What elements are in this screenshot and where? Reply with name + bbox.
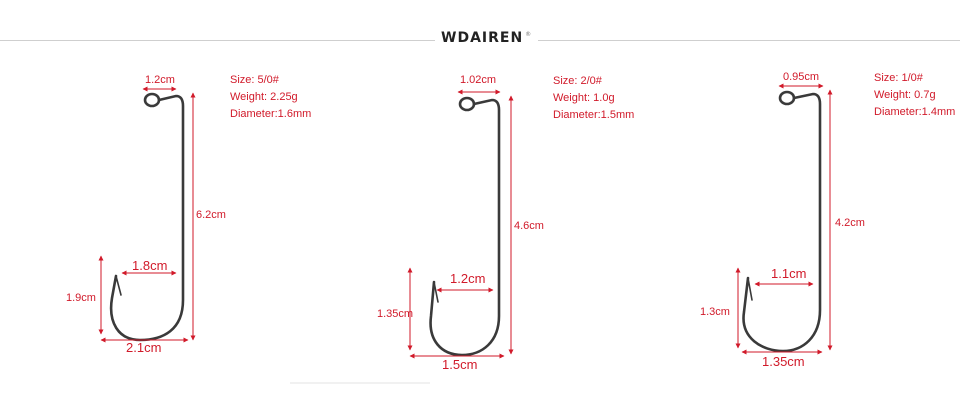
hook-3-measure-lines: [735, 83, 833, 355]
hook-3-bottom-width-label: 1.35cm: [762, 354, 805, 369]
hook-3-gap-label: 1.1cm: [771, 266, 807, 281]
hook-1-height-label: 6.2cm: [196, 209, 226, 221]
hook-3-specs: Size: 1/0# Weight: 0.7g Diameter:1.4mm: [874, 70, 955, 121]
hook-1-barb-label: 1.9cm: [66, 292, 96, 304]
hook-3-barb-label: 1.3cm: [700, 306, 730, 318]
hook-1-icon: [109, 92, 185, 342]
hook-1-diameter: Diameter:1.6mm: [230, 108, 312, 120]
hook-3-drawing: [735, 83, 833, 355]
hook-3-eye-width-label: 0.95cm: [783, 71, 820, 83]
hook-2-bottom-width-label: 1.5cm: [442, 357, 478, 372]
hook-3-height-label: 4.2cm: [835, 217, 865, 229]
hook-2-barb-label: 1.35cm: [377, 308, 414, 320]
hook-1-size: Size: 5/0#: [230, 74, 279, 86]
hook-2-specs: Size: 2/0# Weight: 1.0g Diameter:1.5mm: [553, 73, 634, 124]
hook-2-size: Size: 2/0#: [553, 75, 602, 87]
hook-1-bottom-width-label: 2.1cm: [126, 340, 162, 355]
hook-1-gap-label: 1.8cm: [132, 258, 168, 273]
hook-2-measure-lines: [407, 89, 514, 359]
hook-2-drawing: [407, 89, 514, 359]
hook-3-icon: [742, 90, 822, 353]
hook-2-diameter: Diameter:1.5mm: [553, 109, 635, 121]
hook-3-size: Size: 1/0#: [874, 72, 923, 84]
hook-2-eye-width-label: 1.02cm: [460, 74, 497, 86]
hook-1-eye-width-label: 1.2cm: [145, 74, 175, 86]
hook-2-weight: Weight: 1.0g: [553, 92, 615, 104]
hook-2-height-label: 4.6cm: [514, 220, 544, 232]
hook-1-measure-lines: [98, 86, 196, 343]
hook-2-icon: [429, 96, 501, 357]
hook-2-gap-label: 1.2cm: [450, 271, 486, 286]
shadow-decoration: [290, 382, 430, 384]
hook-1-weight: Weight: 2.25g: [230, 91, 298, 103]
hook-1-drawing: [98, 86, 196, 343]
brand-logo: WDAIREN®: [435, 30, 539, 46]
hook-1-specs: Size: 5/0# Weight: 2.25g Diameter:1.6mm: [230, 72, 311, 123]
hook-3-diameter: Diameter:1.4mm: [874, 106, 956, 118]
hook-3-weight: Weight: 0.7g: [874, 89, 936, 101]
